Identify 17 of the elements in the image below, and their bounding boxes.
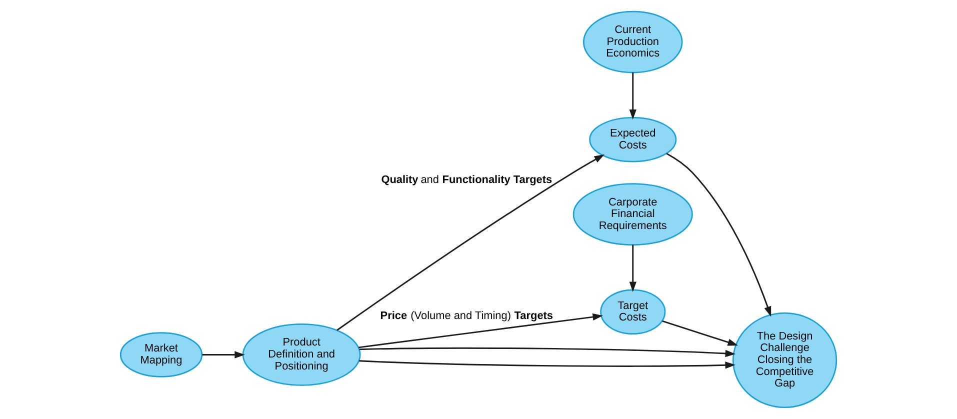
arrow — [359, 347, 736, 358]
arrow — [662, 320, 738, 346]
arrow — [629, 244, 636, 292]
arrow — [666, 152, 772, 317]
node-ellipse: Current Production Economics — [582, 10, 683, 74]
node-ellipse: Product Definition and Positioning — [242, 324, 361, 386]
arrow — [359, 360, 736, 369]
arrow — [336, 154, 605, 331]
node-ellipse: Target Costs — [600, 289, 666, 335]
edge-label: Price (Volume and Timing) Targets — [380, 310, 554, 322]
arrow — [202, 351, 245, 358]
arrow — [358, 313, 603, 348]
arrow — [629, 72, 636, 120]
node-circle: The Design Challenge Closing the Competitive Gap — [732, 312, 838, 408]
edge-label: Quality and Functionality Targets — [381, 174, 552, 186]
node-ellipse: Market Mapping — [120, 332, 203, 378]
node-ellipse: Carporate Financial Requirements — [572, 183, 693, 246]
